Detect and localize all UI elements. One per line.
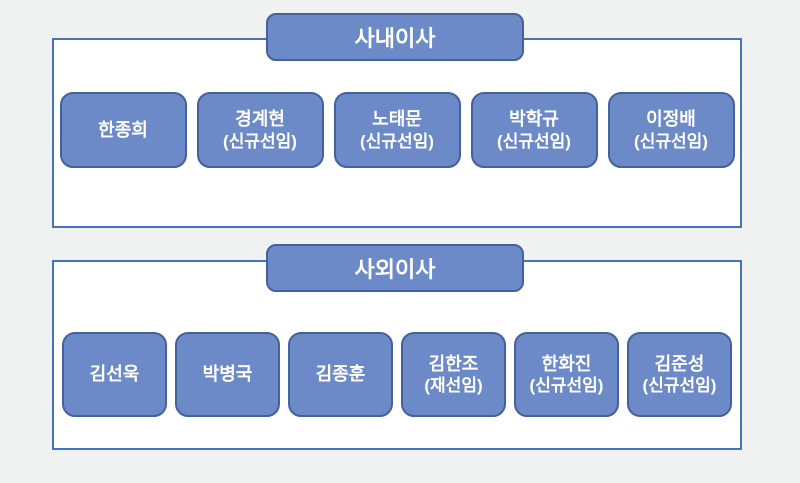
section-title-outside-directors: 사외이사: [266, 244, 524, 292]
internal-directors-row: 한종희 경계현 (신규선임) 노태문 (신규선임) 박학규 (신규선임) 이정배…: [54, 40, 740, 168]
member-box: 박학규 (신규선임): [470, 92, 598, 168]
member-box: 김준성 (신규선임): [627, 332, 732, 417]
member-note: (신규선임): [642, 376, 717, 396]
member-box: 김종훈: [288, 332, 393, 417]
member-note: (신규선임): [497, 131, 571, 151]
member-name: 김한조: [428, 353, 479, 374]
member-box: 한종희: [59, 92, 187, 168]
member-name: 김준성: [654, 353, 705, 374]
member-name: 박학규: [509, 109, 559, 130]
member-box: 이정배 (신규선임): [607, 92, 735, 168]
member-box: 박병국: [175, 332, 280, 417]
member-name: 한종희: [98, 119, 148, 140]
section-title-label: 사외이사: [354, 257, 436, 282]
member-note: (신규선임): [634, 131, 708, 151]
member-note: (신규선임): [529, 376, 604, 396]
member-box: 한화진 (신규선임): [514, 332, 619, 417]
member-note: (신규선임): [223, 131, 297, 151]
member-name: 한화진: [541, 353, 592, 374]
member-note: (재선임): [424, 376, 483, 396]
member-name: 노태문: [372, 109, 422, 130]
member-name: 김종훈: [315, 364, 366, 385]
section-title-internal-directors: 사내이사: [266, 13, 524, 61]
member-box: 김선욱: [62, 332, 167, 417]
member-box: 김한조 (재선임): [401, 332, 506, 417]
member-name: 경계현: [235, 109, 285, 130]
member-note: (신규선임): [360, 131, 434, 151]
section-title-label: 사내이사: [354, 26, 436, 51]
member-name: 김선욱: [89, 364, 140, 385]
outside-directors-row: 김선욱 박병국 김종훈 김한조 (재선임) 한화진 (신규선임) 김준성 (신: [54, 262, 740, 417]
member-name: 박병국: [202, 364, 253, 385]
member-box: 경계현 (신규선임): [196, 92, 324, 168]
internal-directors-panel: 한종희 경계현 (신규선임) 노태문 (신규선임) 박학규 (신규선임) 이정배…: [52, 38, 742, 228]
member-name: 이정배: [646, 109, 696, 130]
member-box: 노태문 (신규선임): [333, 92, 461, 168]
